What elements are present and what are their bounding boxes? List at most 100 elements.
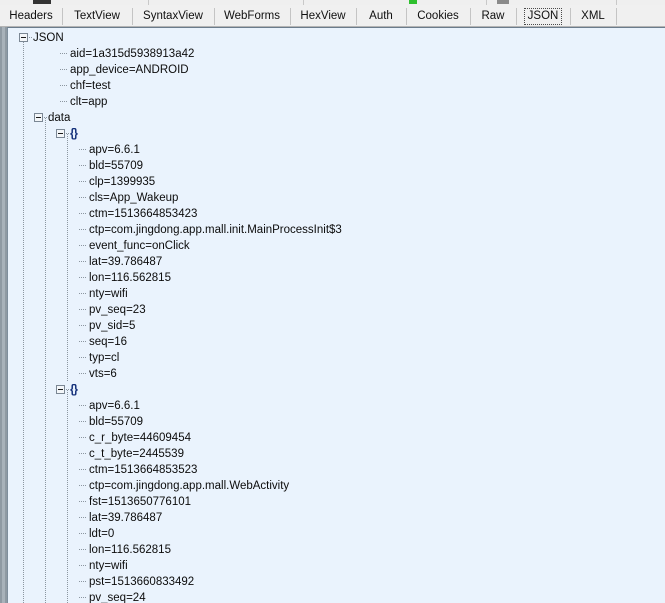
tab-label: SyntaxView: [143, 10, 203, 22]
tab-json[interactable]: JSON: [516, 5, 570, 27]
tree-collapse-icon[interactable]: [19, 33, 28, 42]
tree-node-label: ctm=1513664853423: [89, 208, 198, 220]
tree-node-apv-1[interactable]: apv=6.6.1: [8, 142, 140, 158]
tree-node-label: vts=6: [89, 368, 117, 380]
tabbar-underline: [0, 26, 665, 27]
tree-node-label: {}: [70, 384, 78, 396]
tree-collapse-icon[interactable]: [34, 113, 43, 122]
toolbar-separator: [303, 0, 304, 5]
tab-divider: [516, 8, 517, 25]
tree-node-bld-2[interactable]: bld=55709: [8, 414, 143, 430]
tree-node-label: seq=16: [89, 336, 128, 348]
tree-connector: [79, 373, 87, 374]
tree-node-vts-1[interactable]: vts=6: [8, 366, 117, 382]
tree-collapse-icon[interactable]: [56, 385, 65, 394]
inspector-tabbar: [0, 5, 665, 27]
toolbar-icon-record[interactable]: [33, 0, 51, 4]
tree-node-app-device[interactable]: app_device=ANDROID: [8, 62, 189, 78]
tree-collapse-icon[interactable]: [56, 129, 65, 138]
tree-node-typ-1[interactable]: typ=cl: [8, 350, 119, 366]
tab-auth[interactable]: Auth: [356, 5, 406, 27]
tree-connector: [79, 533, 87, 534]
tree-connector: [44, 117, 48, 118]
tab-syntaxview[interactable]: SyntaxView: [132, 5, 214, 27]
tab-divider: [132, 8, 133, 25]
tree-connector: [79, 581, 87, 582]
tree-node-nty-2[interactable]: nty=wifi: [8, 558, 128, 574]
tree-connector: [79, 453, 87, 454]
tree-node-label: ctm=1513664853523: [89, 464, 198, 476]
tab-textview[interactable]: TextView: [62, 5, 132, 27]
tab-webforms[interactable]: WebForms: [214, 5, 290, 27]
tree-node-ctm-1[interactable]: ctm=1513664853423: [8, 206, 197, 222]
tab-label: TextView: [74, 10, 120, 22]
tree-node-seq-1[interactable]: seq=16: [8, 334, 127, 350]
tree-node-ctm-2[interactable]: ctm=1513664853523: [8, 462, 197, 478]
tree-node-fst-2[interactable]: fst=1513650776101: [8, 494, 191, 510]
tree-node-lon-2[interactable]: lon=116.562815: [8, 542, 171, 558]
tree-node-event-func-1[interactable]: event_func=onClick: [8, 238, 190, 254]
tab-divider: [406, 8, 407, 25]
tree-connector: [79, 437, 87, 438]
tree-node-pv-seq-1[interactable]: pv_seq=23: [8, 302, 146, 318]
tree-node-c-r-byte-2[interactable]: c_r_byte=44609454: [8, 430, 191, 446]
tab-label: Cookies: [417, 10, 459, 22]
tree-connector: [79, 293, 87, 294]
tree-node-label: lat=39.786487: [89, 512, 163, 524]
tree-node-apv-2[interactable]: apv=6.6.1: [8, 398, 140, 414]
tree-node-label: apv=6.6.1: [89, 144, 140, 156]
tree-node-lat-1[interactable]: lat=39.786487: [8, 254, 162, 270]
tree-node-label: cls=App_Wakeup: [89, 192, 179, 204]
tree-node-label: nty=wifi: [89, 288, 128, 300]
tab-hexview[interactable]: HexView: [290, 5, 356, 27]
tab-xml[interactable]: XML: [570, 5, 616, 27]
tree-guide-line: [45, 118, 46, 603]
tree-node-label: JSON: [33, 32, 64, 44]
tree-connector: [79, 517, 87, 518]
tab-divider: [570, 8, 571, 25]
tree-node-ctp-2[interactable]: ctp=com.jingdong.app.mall.WebActivity: [8, 478, 289, 494]
tree-connector: [79, 421, 87, 422]
tree-node-label: bld=55709: [89, 160, 144, 172]
toolbar-icon-go[interactable]: [409, 0, 417, 4]
tree-node-c-t-byte-2[interactable]: c_t_byte=2445539: [8, 446, 184, 462]
tree-node-cls-1[interactable]: cls=App_Wakeup: [8, 190, 178, 206]
tree-node-bld-1[interactable]: bld=55709: [8, 158, 143, 174]
tab-cookies[interactable]: Cookies: [406, 5, 470, 27]
tree-node-data[interactable]: data: [8, 110, 70, 126]
tree-node-lat-2[interactable]: lat=39.786487: [8, 510, 162, 526]
tree-connector: [79, 149, 87, 150]
tree-node-ldt-2[interactable]: ldt=0: [8, 526, 114, 542]
tree-node-clt[interactable]: clt=app: [8, 94, 107, 110]
tree-node-json[interactable]: JSON: [8, 30, 64, 46]
tree-node-nty-1[interactable]: nty=wifi: [8, 286, 128, 302]
tree-connector: [66, 133, 70, 134]
tree-node-aid[interactable]: aid=1a315d5938913a42: [8, 46, 194, 62]
tree-node-object-2[interactable]: {}: [8, 382, 78, 398]
tree-node-pv-seq-2[interactable]: pv_seq=24: [8, 590, 146, 603]
tree-connector: [79, 325, 87, 326]
tab-label: JSON: [523, 8, 563, 25]
tree-connector: [79, 197, 87, 198]
tree-node-ctp-1[interactable]: ctp=com.jingdong.app.mall.init.MainProce…: [8, 222, 342, 238]
tree-connector: [79, 261, 87, 262]
tree-connector: [79, 165, 87, 166]
tab-raw[interactable]: Raw: [470, 5, 516, 27]
tree-node-label: data: [48, 112, 71, 124]
tree-connector: [29, 37, 33, 38]
tree-node-chf[interactable]: chf=test: [8, 78, 111, 94]
tree-node-clp-1[interactable]: clp=1399935: [8, 174, 155, 190]
tree-connector: [60, 101, 68, 102]
tab-divider: [290, 8, 291, 25]
tree-node-pv-sid-1[interactable]: pv_sid=5: [8, 318, 135, 334]
tab-divider: [62, 8, 63, 25]
tree-node-lon-1[interactable]: lon=116.562815: [8, 270, 171, 286]
tab-headers[interactable]: Headers: [0, 5, 62, 27]
tree-node-object-1[interactable]: {}: [8, 126, 78, 142]
tree-node-pst-2[interactable]: pst=1513660833492: [8, 574, 194, 590]
tree-connector: [60, 85, 68, 86]
toolbar-icon-decode[interactable]: [497, 0, 509, 4]
tree-connector: [66, 389, 70, 390]
